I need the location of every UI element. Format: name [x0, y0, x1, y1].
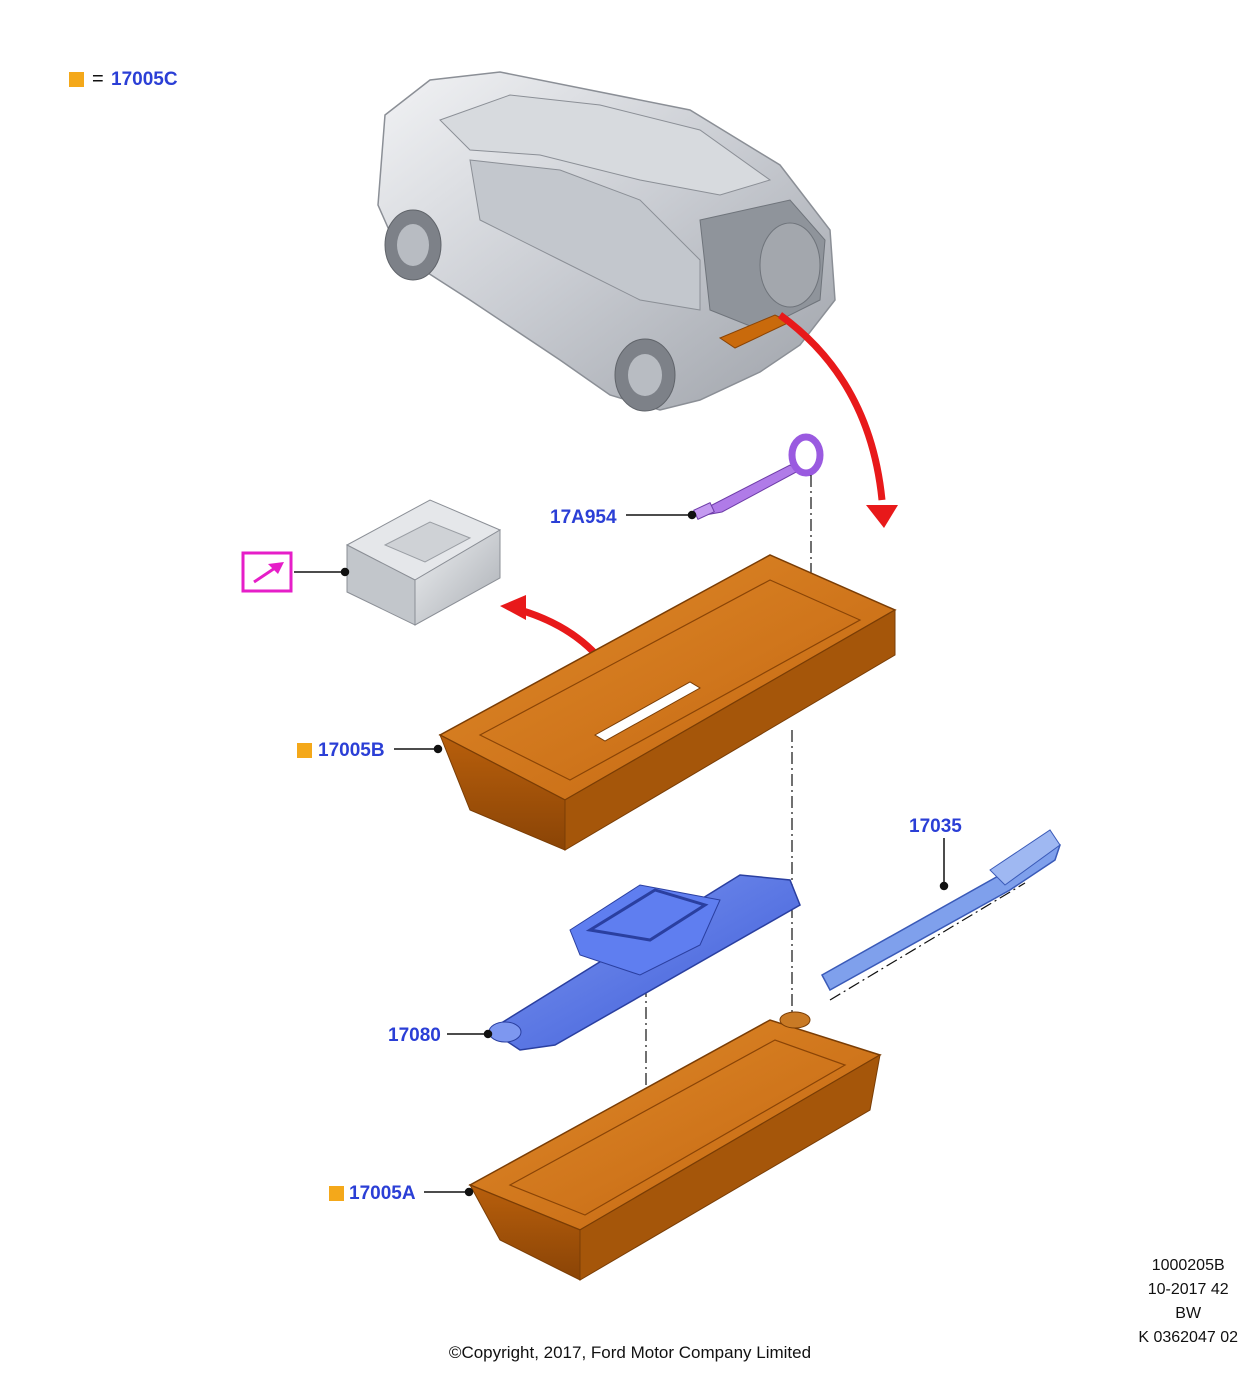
doc-author: BW	[1175, 1305, 1202, 1322]
arrow-reference-icon[interactable]	[241, 551, 293, 593]
doc-number: 1000205B	[1151, 1257, 1225, 1274]
callout-wrench[interactable]: 17035	[909, 816, 962, 837]
callout-jack[interactable]: 17080	[388, 1025, 441, 1046]
legend-code: 17005C	[111, 69, 178, 90]
callout-tow-hook[interactable]: 17A954	[550, 507, 617, 528]
lower-tray-illustration	[468, 1011, 882, 1281]
upper-tray-marker-icon	[297, 743, 312, 758]
tow-hook-illustration	[693, 433, 824, 520]
callout-upper-tray[interactable]: 17005B	[318, 740, 385, 761]
foam-insert-illustration	[345, 499, 502, 626]
callout-lower-tray[interactable]: 17005A	[349, 1183, 416, 1204]
wrench-illustration	[820, 829, 1061, 992]
doc-date: 10-2017 42	[1147, 1281, 1229, 1298]
jack-illustration	[488, 874, 801, 1051]
legend-equals: =	[92, 68, 104, 90]
legend-marker-icon	[69, 72, 84, 87]
upper-tray-illustration	[438, 554, 897, 851]
vehicle-illustration	[377, 71, 836, 412]
lower-tray-marker-icon	[329, 1186, 344, 1201]
copyright-notice: ©Copyright, 2017, Ford Motor Company Lim…	[448, 1343, 812, 1362]
leader-lines	[294, 510, 949, 1197]
doc-reference: K 0362047 02	[1138, 1329, 1238, 1346]
document-info: 1000205B 10-2017 42 BW K 0362047 02	[1138, 1254, 1238, 1350]
